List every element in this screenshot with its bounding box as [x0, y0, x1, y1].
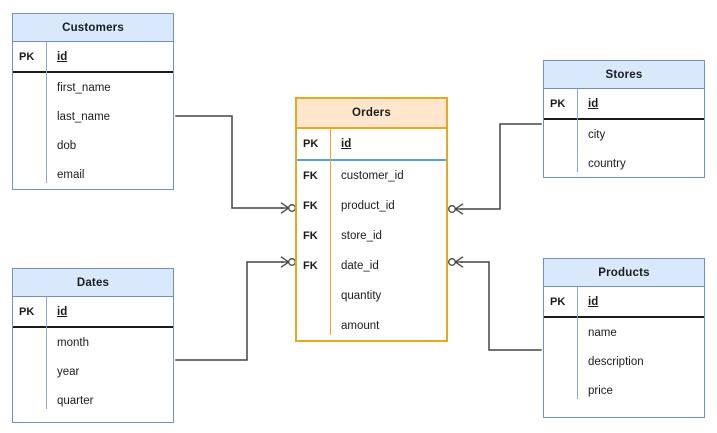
entity-title-products: Products: [544, 259, 704, 287]
field-name: quantity: [341, 290, 382, 302]
field-row[interactable]: price: [544, 376, 704, 405]
primary-key-separator: [13, 326, 173, 328]
field-key-badge: PK: [550, 97, 566, 110]
field-key-badge: PK: [303, 138, 319, 150]
relationship-customers-orders: [163, 111, 296, 214]
field-name: id: [57, 305, 68, 318]
entity-rows-dates: PK id month year quarter: [13, 297, 173, 415]
relationship-dates-orders: [163, 256, 296, 365]
field-name: city: [588, 128, 606, 141]
field-row[interactable]: city: [544, 120, 704, 149]
field-name: id: [588, 97, 599, 110]
relationship-orders-products: [448, 256, 554, 355]
field-name: date_id: [341, 260, 379, 272]
field-name: last_name: [57, 110, 111, 123]
entity-rows-stores: PK id city country: [544, 89, 704, 178]
field-key-badge: PK: [550, 295, 566, 308]
field-name: customer_id: [341, 170, 404, 182]
field-name: name: [588, 326, 617, 339]
primary-key-separator: [544, 316, 704, 318]
entity-title-stores: Stores: [544, 61, 704, 89]
key-column-divider: [46, 42, 48, 183]
field-name: id: [341, 138, 352, 150]
field-key-badge: PK: [19, 50, 35, 63]
field-name: quarter: [57, 394, 94, 407]
entity-rows-products: PK id name description price: [544, 287, 704, 405]
field-row[interactable]: PK id: [13, 297, 173, 326]
field-row[interactable]: month: [13, 328, 173, 357]
field-row[interactable]: name: [544, 318, 704, 347]
key-column-divider: [46, 297, 48, 409]
relationship-line: [175, 115, 284, 209]
relationship-line: [460, 261, 542, 351]
field-row[interactable]: quarter: [13, 386, 173, 415]
field-row[interactable]: PK id: [544, 287, 704, 316]
field-name: id: [588, 295, 599, 308]
field-row[interactable]: year: [13, 357, 173, 386]
field-name: dob: [57, 139, 77, 152]
field-key-badge: FK: [303, 260, 318, 272]
field-name: email: [57, 168, 85, 181]
primary-key-separator: [297, 159, 446, 161]
relationship-line: [175, 261, 284, 361]
field-name: year: [57, 365, 80, 378]
field-name: description: [588, 355, 644, 368]
key-column-divider: [577, 287, 579, 399]
entity-title-customers: Customers: [13, 14, 173, 42]
entity-title-orders: Orders: [297, 99, 446, 129]
field-row[interactable]: description: [544, 347, 704, 376]
field-name: product_id: [341, 200, 395, 212]
field-row[interactable]: FK store_id: [297, 221, 446, 251]
field-row[interactable]: FK product_id: [297, 191, 446, 221]
field-name: first_name: [57, 81, 111, 94]
primary-key-separator: [13, 71, 173, 73]
entity-title-dates: Dates: [13, 269, 173, 297]
field-name: country: [588, 157, 626, 170]
field-row[interactable]: quantity: [297, 281, 446, 311]
field-name: month: [57, 336, 89, 349]
key-column-divider: [330, 129, 332, 335]
field-name: id: [57, 50, 68, 63]
field-key-badge: PK: [19, 305, 35, 318]
field-name: amount: [341, 320, 380, 332]
field-name: store_id: [341, 230, 382, 242]
key-column-divider: [577, 89, 579, 172]
field-row[interactable]: amount: [297, 311, 446, 341]
field-row[interactable]: FK customer_id: [297, 161, 446, 191]
relationship-line: [460, 123, 542, 210]
field-row[interactable]: PK id: [544, 89, 704, 118]
field-name: price: [588, 384, 613, 397]
field-key-badge: FK: [303, 200, 318, 212]
field-row[interactable]: first_name: [13, 73, 173, 102]
relationship-orders-stores: [448, 119, 554, 215]
field-key-badge: FK: [303, 170, 318, 182]
primary-key-separator: [544, 118, 704, 120]
field-row[interactable]: PK id: [297, 129, 446, 159]
field-row[interactable]: FK date_id: [297, 251, 446, 281]
field-key-badge: FK: [303, 230, 318, 242]
field-row[interactable]: country: [544, 149, 704, 178]
field-row[interactable]: PK id: [13, 42, 173, 71]
field-row[interactable]: last_name: [13, 102, 173, 131]
field-row[interactable]: dob: [13, 131, 173, 160]
field-row[interactable]: email: [13, 160, 173, 189]
